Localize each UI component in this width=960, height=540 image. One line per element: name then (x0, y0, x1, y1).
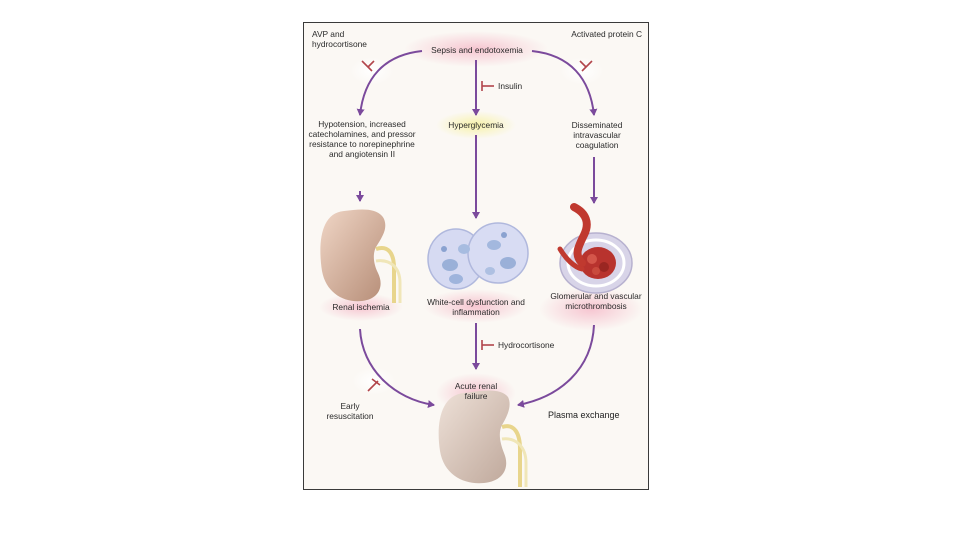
arrow-to-dic (531, 50, 598, 116)
kidney-illustration (320, 209, 402, 303)
renal-ischemia-label: Renal ischemia (332, 302, 390, 312)
arf-label: Acute renal failure (454, 381, 498, 401)
inhibitor-insulin (481, 81, 494, 91)
apc-label: Activated protein C (571, 29, 642, 39)
arrow-to-hypotension (356, 50, 423, 116)
hyperglycemia-glow (436, 111, 516, 139)
diagram-graphics (319, 31, 643, 487)
white-cells-illustration (427, 222, 529, 290)
plasma-exchange-label: Plasma exchange (548, 410, 620, 420)
inhibitor-early-resuscitation (367, 378, 381, 392)
hyperglycemia-label: Hyperglycemia (448, 120, 504, 130)
inhibitor-apc (579, 60, 593, 72)
glomerular-label: Glomerular and vascular microthrombosis (550, 291, 642, 311)
dic-label: Disseminated intravascular coagulation (571, 120, 623, 150)
early-resuscitation-label: Early resuscitation (326, 401, 374, 421)
inhibitor-avp (361, 60, 375, 72)
wbc-label: White-cell dysfunction and inflammation (427, 297, 525, 317)
glomerular-glow (539, 287, 643, 331)
inhibitor-hydrocortisone (481, 340, 494, 350)
glomerulus-illustration (557, 203, 633, 294)
sepsis-arf-diagram: Sepsis and endotoxemia AVP and hydrocort… (303, 22, 649, 490)
hydrocortisone-label: Hydrocortisone (498, 340, 555, 350)
avp-label: AVP and hydrocortisone (312, 29, 367, 49)
arrow-glomerulus-to-arf (517, 324, 595, 408)
top-label: Sepsis and endotoxemia (431, 45, 523, 55)
hypotension-label: Hypotension, increased catecholamines, a… (308, 119, 416, 159)
renal-ischemia-glow (319, 293, 403, 321)
insulin-label: Insulin (498, 81, 523, 91)
wbc-glow (424, 289, 528, 323)
top-glow (404, 31, 548, 67)
failed-kidney-illustration (438, 390, 528, 487)
arrow-kidney-to-arf (359, 328, 435, 409)
